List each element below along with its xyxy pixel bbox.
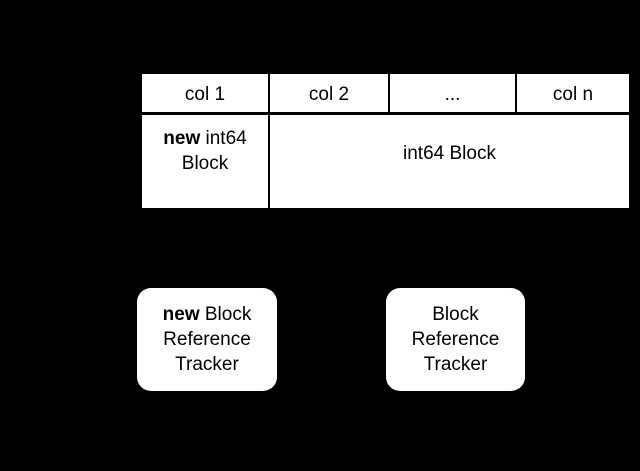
new-int64-rest-label: int64: [200, 128, 247, 149]
tracker-right-line1-label: Block: [432, 304, 479, 325]
tracker-left-line2-label: Reference: [163, 329, 251, 350]
table-header-col-n-label: col n: [552, 83, 594, 105]
tracker-left-line1-label: Block: [199, 304, 252, 325]
table-header-row: col 1 col 2 ... col n: [142, 74, 629, 115]
tracker-left-line3-label: Tracker: [175, 354, 239, 375]
tracker-right-line3-label: Tracker: [423, 354, 488, 375]
table-header-col-n: col n: [517, 74, 629, 115]
block-reference-tracker-box: Block Reference Tracker: [386, 288, 525, 391]
table-body-row: new int64 Block int64 Block: [142, 115, 629, 208]
table-header-col-ellipsis: ...: [390, 74, 517, 115]
table-header-col-1-label: col 1: [184, 83, 226, 105]
new-block-line2-label: Block: [181, 153, 229, 174]
tracker-right-line2-label: Reference: [411, 329, 500, 350]
table-cell-new-int64-block: new int64 Block: [142, 115, 270, 208]
table-header-col-2: col 2: [270, 74, 390, 115]
tracker-left-emphasis-label: new: [162, 304, 200, 325]
block-reference-tracker-text: Block Reference Tracker: [412, 302, 500, 377]
new-block-reference-tracker-text: new Block Reference Tracker: [163, 302, 252, 377]
table-header-col-2-label: col 2: [308, 83, 350, 105]
table-header-col-1: col 1: [142, 74, 270, 115]
table-cell-int64-block-merged: int64 Block: [270, 115, 629, 208]
table-header-col-ellipsis-label: ...: [444, 83, 461, 105]
new-block-reference-tracker-box: new Block Reference Tracker: [137, 288, 277, 391]
block-layout-table: col 1 col 2 ... col n new int64 Block in…: [142, 74, 629, 208]
new-emphasis-label: new: [163, 128, 201, 149]
int64-block-label: int64 Block: [403, 143, 496, 164]
